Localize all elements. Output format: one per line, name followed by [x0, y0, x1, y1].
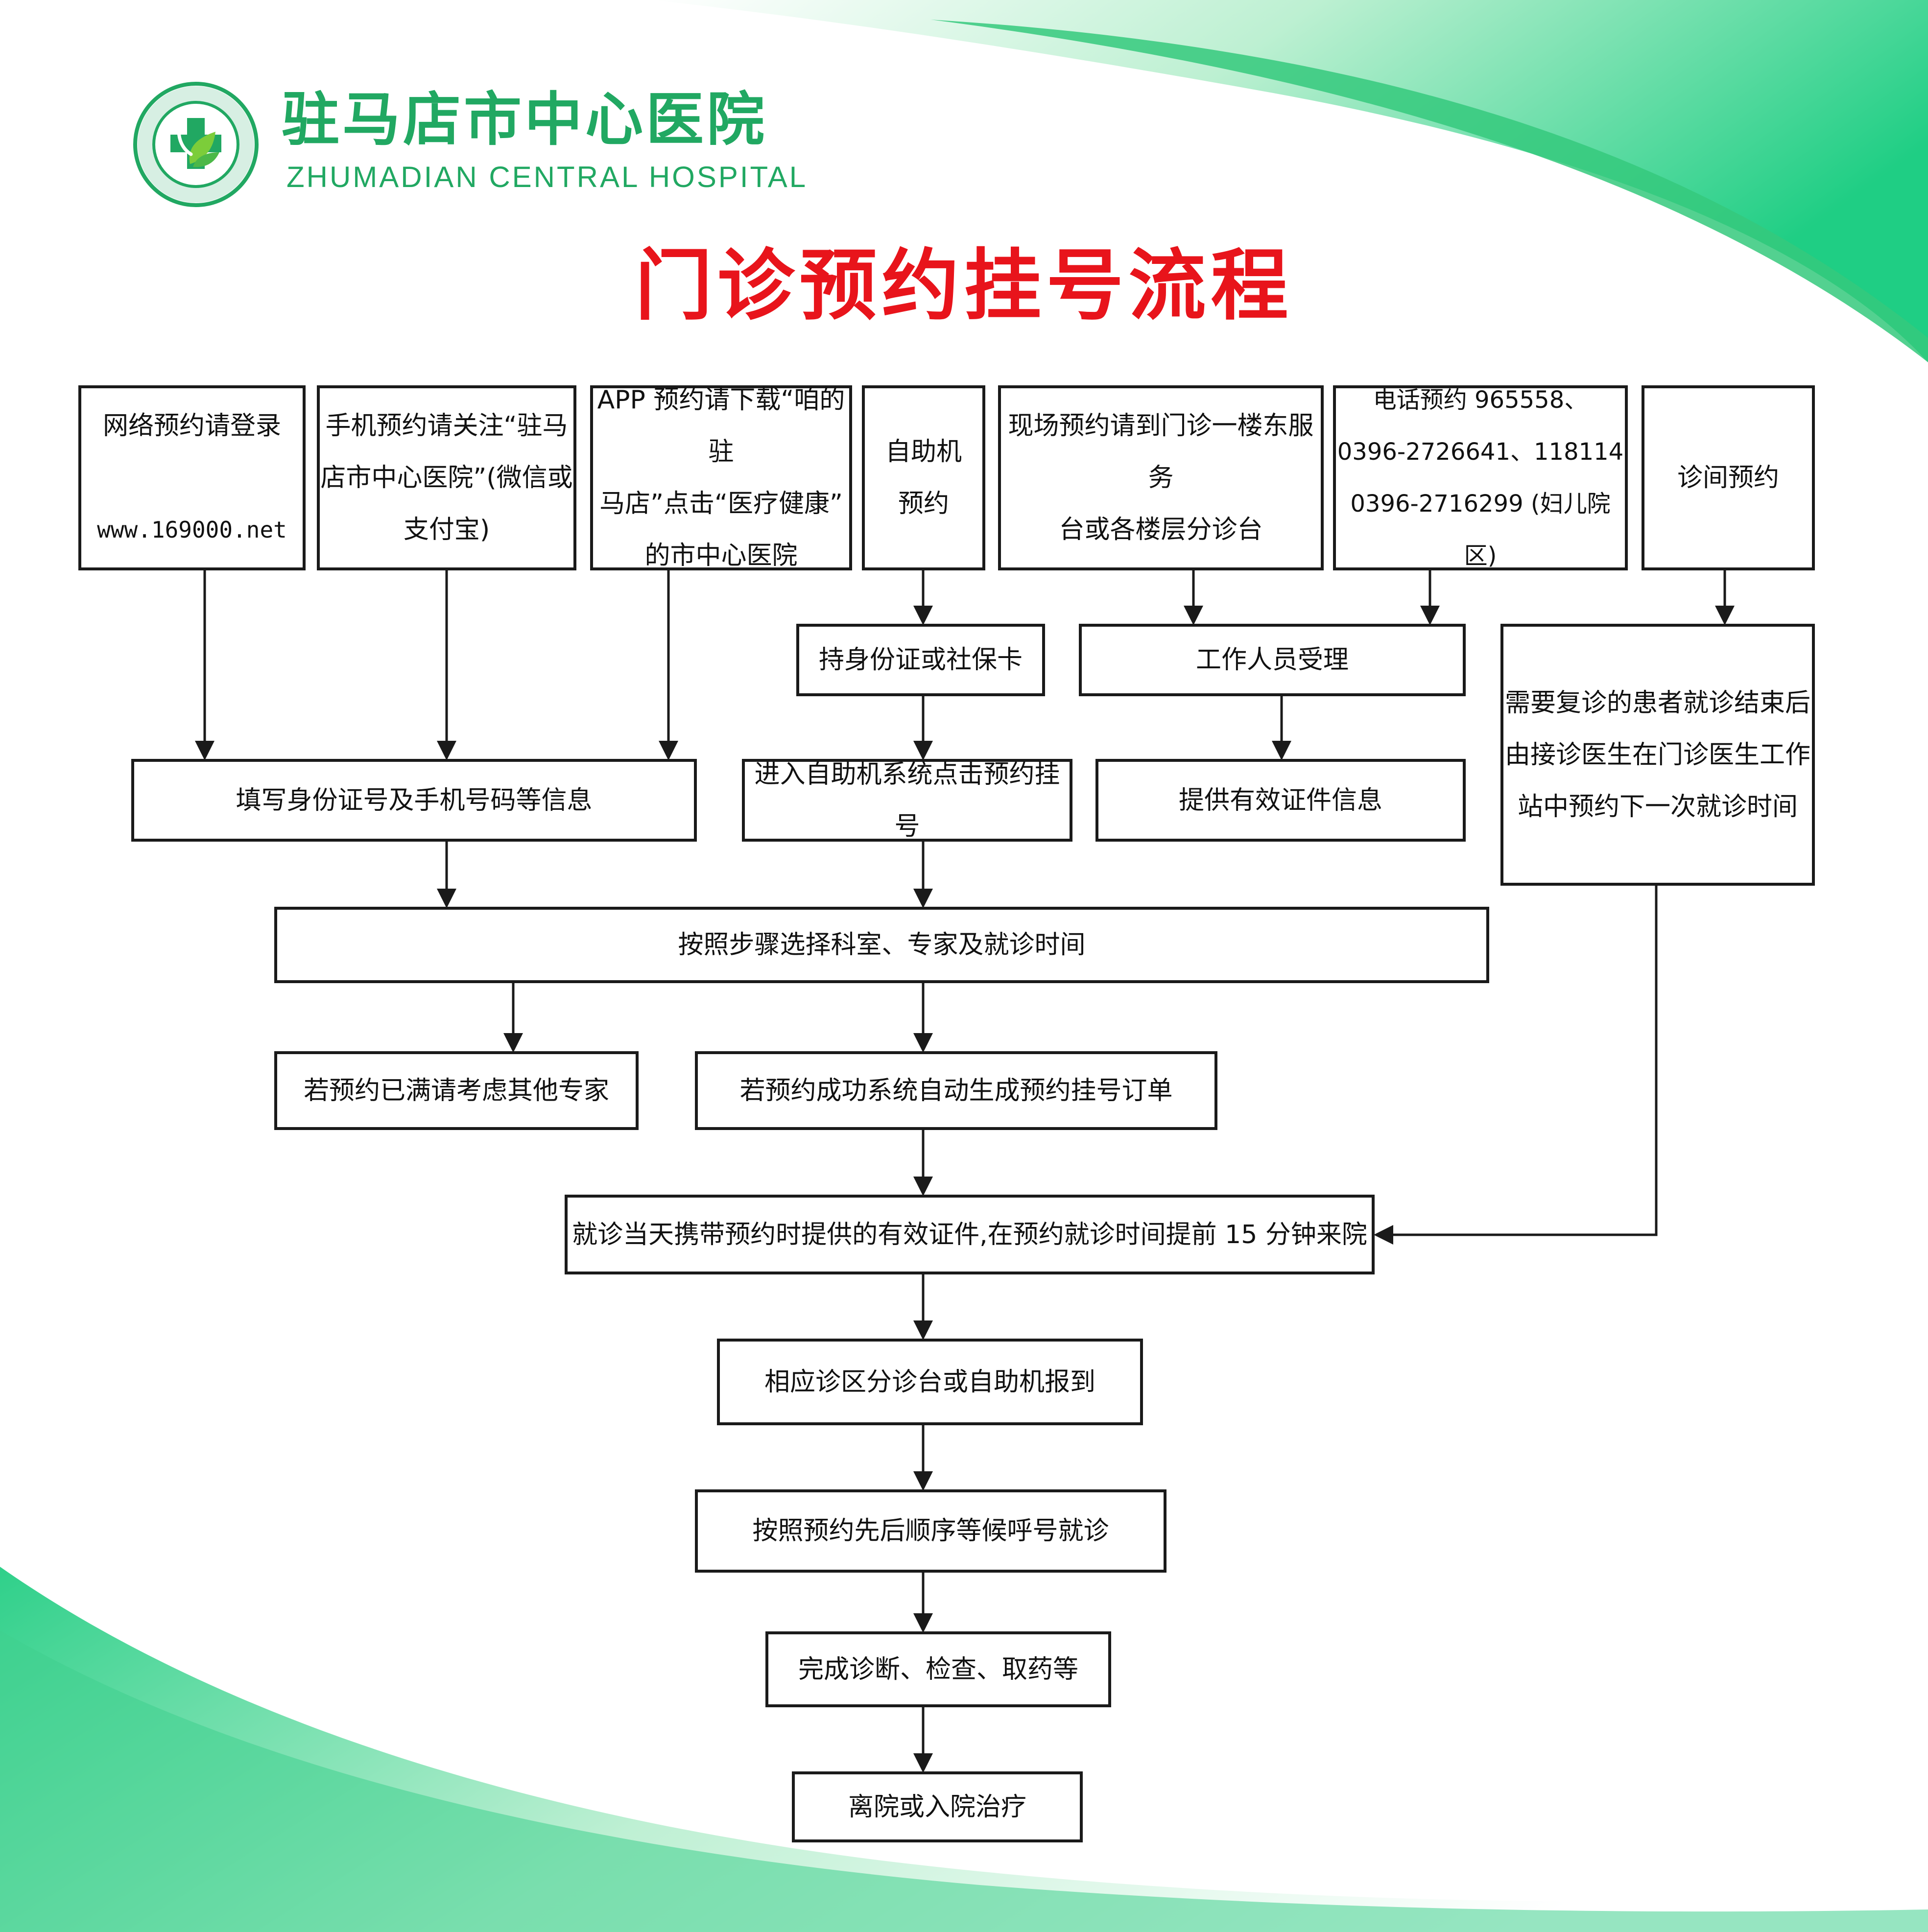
channel-onsite-box: 现场预约请到门诊一楼东服务 台或各楼层分诊台: [998, 385, 1324, 570]
step-visit-day-text: 就诊当天携带预约时提供的有效证件,在预约就诊时间提前 15 分钟来院: [572, 1220, 1367, 1249]
channel-web-url: www.169000.net: [97, 517, 287, 543]
channel-clinic-text: 诊间预约: [1677, 463, 1779, 493]
step-id-card-box: 持身份证或社保卡: [796, 624, 1045, 696]
step-fill-info-box: 填写身份证号及手机号码等信息: [131, 759, 697, 842]
step-wait-box: 按照预约先后顺序等候呼号就诊: [695, 1489, 1166, 1573]
step-full-text: 若预约已满请考虑其他专家: [303, 1076, 609, 1106]
hospital-name-en: ZHUMADIAN CENTRAL HOSPITAL: [286, 161, 808, 193]
hospital-logo: [133, 82, 259, 207]
channel-onsite-text: 现场预约请到门诊一楼东服务 台或各楼层分诊台: [1008, 411, 1314, 544]
step-checkin-box: 相应诊区分诊台或自助机报到: [717, 1339, 1143, 1425]
channel-clinic-box: 诊间预约: [1642, 385, 1815, 570]
step-staff-box: 工作人员受理: [1079, 624, 1466, 696]
step-complete-text: 完成诊断、检查、取药等: [798, 1654, 1078, 1684]
step-leave-text: 离院或入院治疗: [848, 1792, 1026, 1822]
channel-phone-box: 电话预约 965558、 0396-2726641、118114 0396-27…: [1333, 385, 1628, 570]
channel-kiosk-box: 自助机 预约: [862, 385, 985, 570]
channel-phone-text: 电话预约 965558、 0396-2726641、118114 0396-27…: [1337, 386, 1624, 569]
step-id-card-text: 持身份证或社保卡: [818, 645, 1023, 675]
channel-web-box: 网络预约请登录 www.169000.net: [78, 385, 306, 570]
hospital-name-cn: 驻马店市中心医院: [282, 86, 768, 153]
step-provide-id-box: 提供有效证件信息: [1095, 759, 1466, 842]
channel-kiosk-text: 自助机 预约: [885, 437, 962, 518]
step-leave-box: 离院或入院治疗: [792, 1771, 1083, 1842]
channel-app-text: APP 预约请下载“咱的驻 马店”点击“医疗健康” 的市中心医院: [597, 385, 845, 570]
channel-mobile-text: 手机预约请关注“驻马 店市中心医院”(微信或 支付宝): [320, 411, 573, 544]
step-visit-day-box: 就诊当天携带预约时提供的有效证件,在预约就诊时间提前 15 分钟来院: [565, 1195, 1375, 1274]
page-title: 门诊预约挂号流程: [635, 240, 1293, 331]
step-revisit-box: 需要复诊的患者就诊结束后 由接诊医生在门诊医生工作 站中预约下一次就诊时间: [1500, 624, 1815, 886]
step-provide-id-text: 提供有效证件信息: [1178, 785, 1382, 815]
step-fill-info-text: 填写身份证号及手机号码等信息: [236, 785, 593, 815]
step-success-text: 若预约成功系统自动生成预约挂号订单: [739, 1076, 1173, 1106]
step-wait-text: 按照预约先后顺序等候呼号就诊: [752, 1516, 1109, 1546]
step-select-text: 按照步骤选择科室、专家及就诊时间: [678, 930, 1086, 960]
step-staff-text: 工作人员受理: [1195, 645, 1349, 675]
step-kiosk-system-text: 进入自助机系统点击预约挂号: [754, 759, 1060, 841]
step-select-box: 按照步骤选择科室、专家及就诊时间: [274, 907, 1489, 983]
step-kiosk-system-box: 进入自助机系统点击预约挂号: [742, 759, 1072, 842]
step-success-box: 若预约成功系统自动生成预约挂号订单: [695, 1051, 1217, 1130]
step-full-box: 若预约已满请考虑其他专家: [274, 1051, 639, 1130]
channel-app-box: APP 预约请下载“咱的驻 马店”点击“医疗健康” 的市中心医院: [590, 385, 852, 570]
step-checkin-text: 相应诊区分诊台或自助机报到: [764, 1367, 1095, 1397]
step-revisit-text: 需要复诊的患者就诊结束后 由接诊医生在门诊医生工作 站中预约下一次就诊时间: [1504, 688, 1810, 822]
channel-web-label: 网络预约请登录: [102, 411, 281, 441]
arrow-revisit-visit: [1374, 884, 1658, 1245]
step-complete-box: 完成诊断、检查、取药等: [765, 1631, 1111, 1707]
channel-mobile-box: 手机预约请关注“驻马 店市中心医院”(微信或 支付宝): [317, 385, 576, 570]
